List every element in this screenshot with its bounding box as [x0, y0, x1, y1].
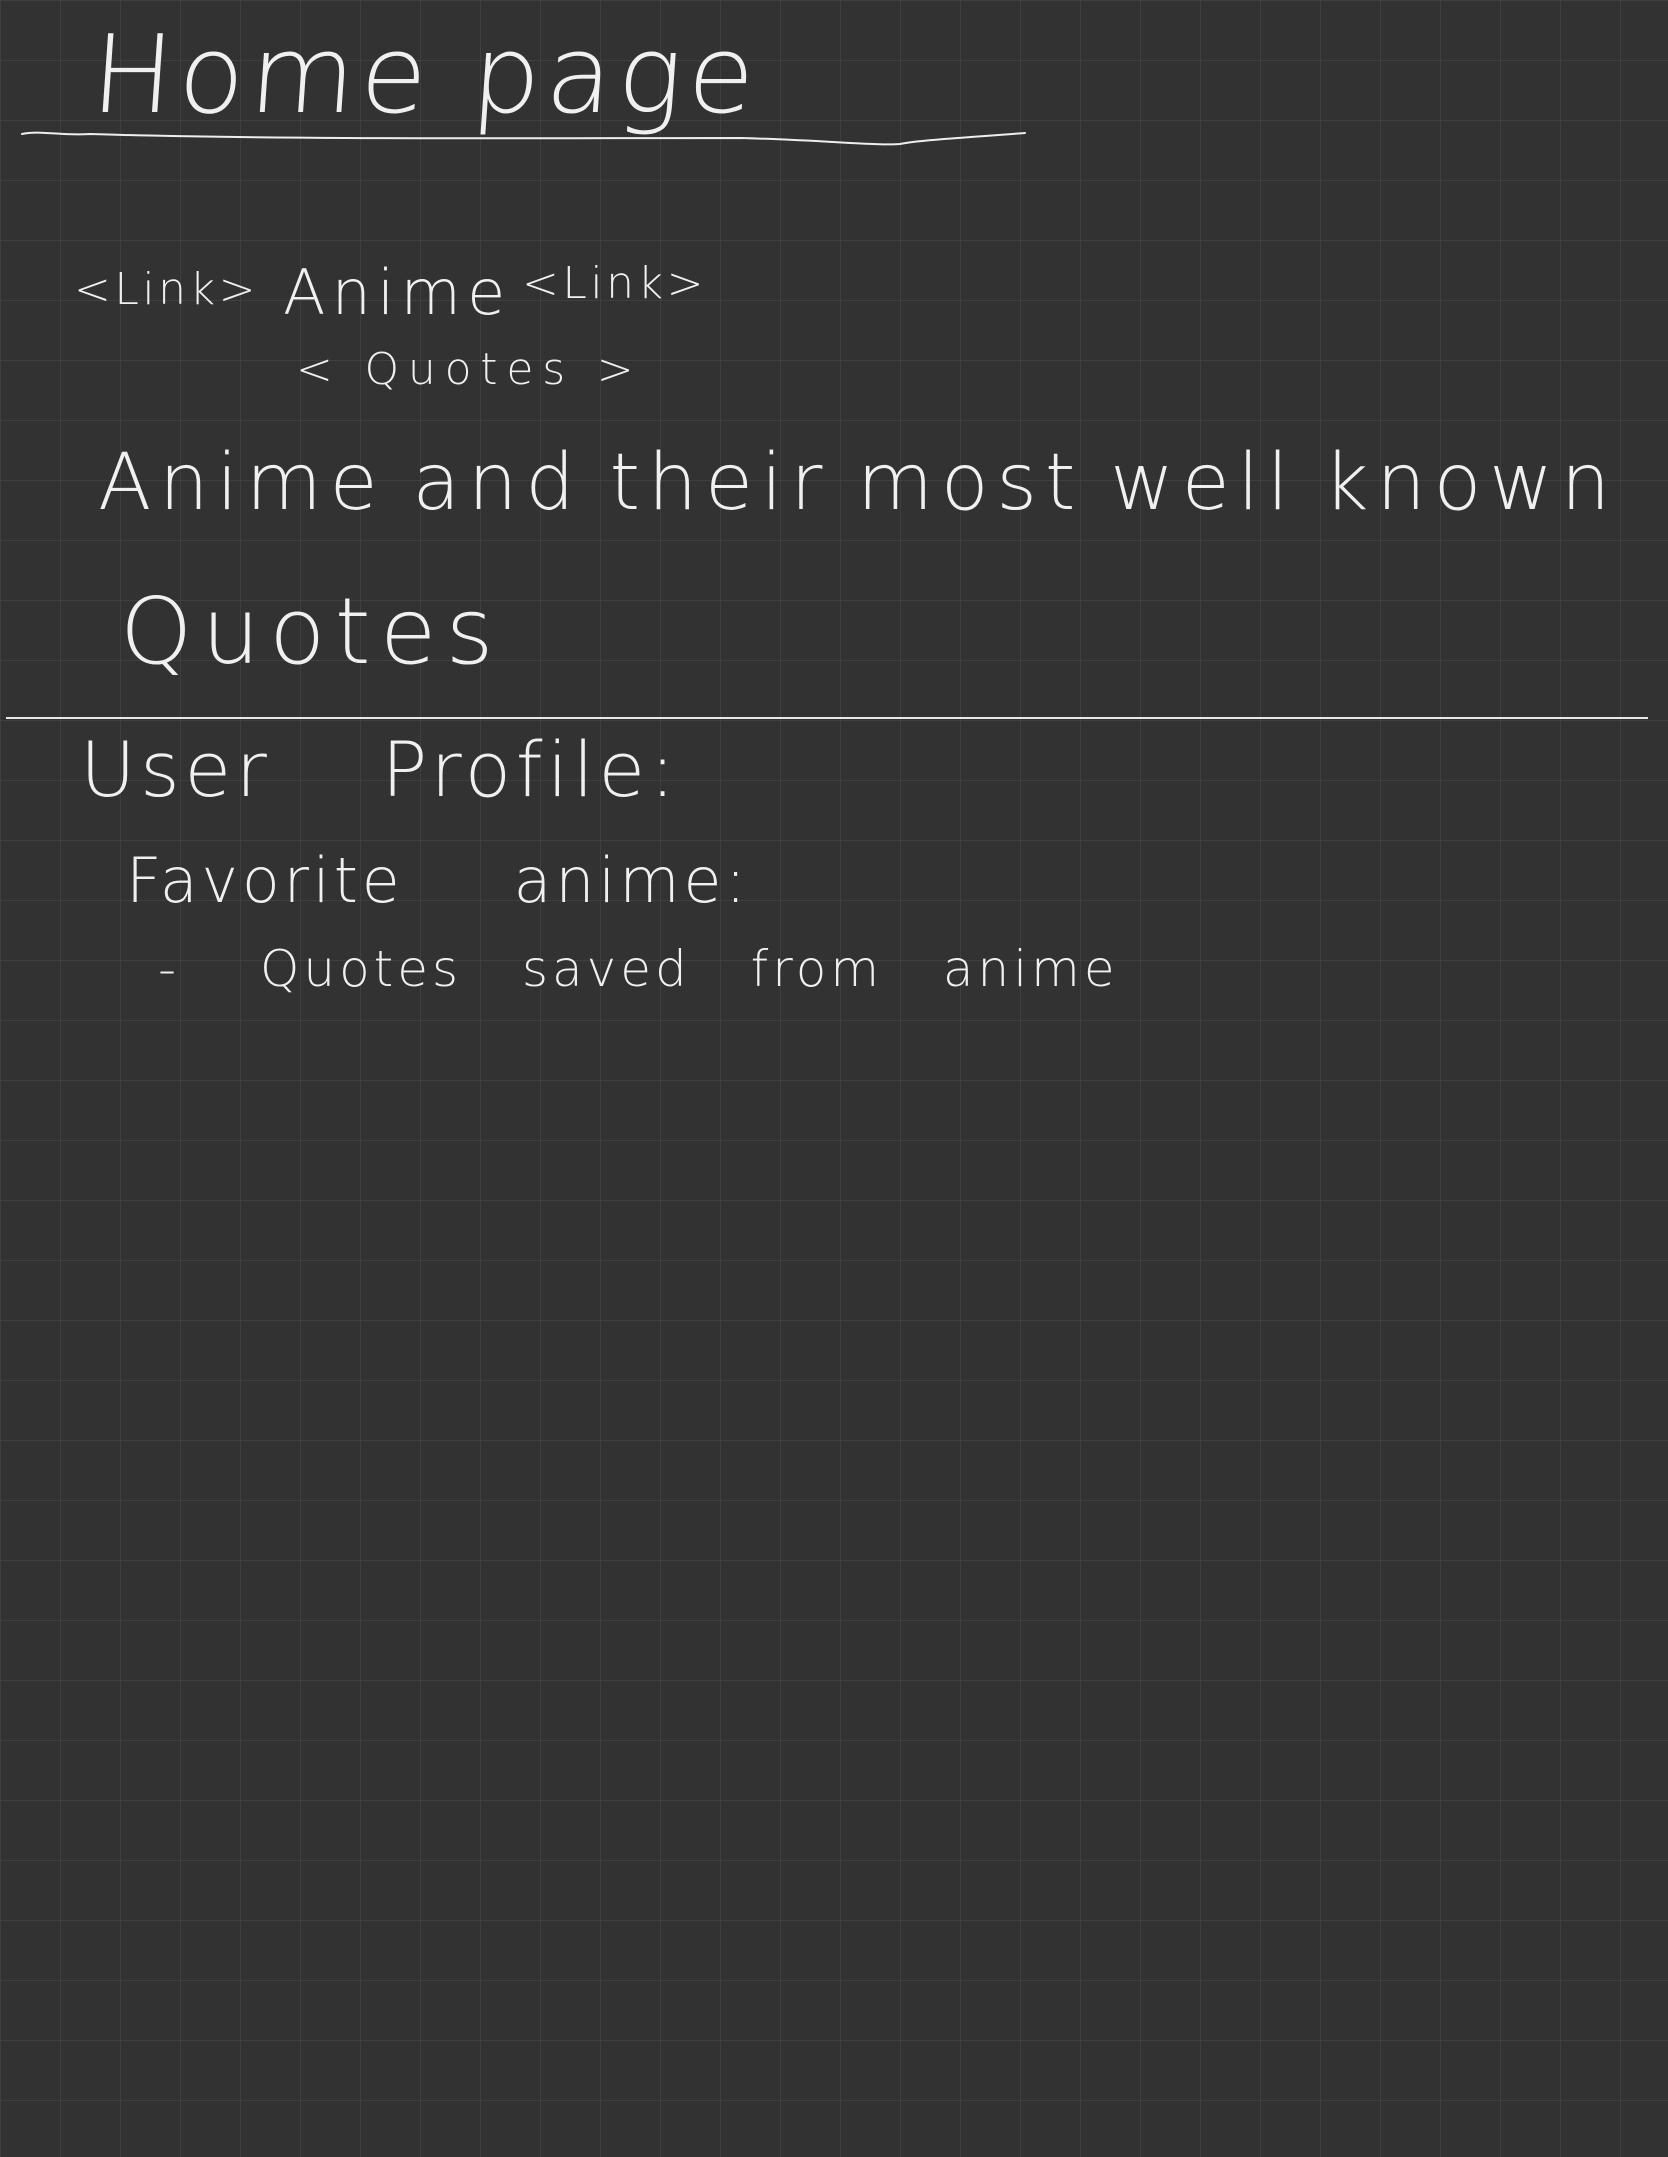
- profile-heading-word: User: [80, 725, 272, 814]
- page-title: Home page: [87, 13, 765, 138]
- favorite-heading-word: anime:: [513, 844, 750, 917]
- title-underline: [21, 131, 1026, 146]
- hero-word: most: [857, 438, 1084, 528]
- hero-word: their: [609, 438, 831, 528]
- nav-quotes-link[interactable]: < Quotes >: [296, 344, 643, 395]
- saved-quotes-text: Quotes saved from anime: [260, 940, 1119, 998]
- hero-word: Anime: [98, 438, 386, 528]
- hero-word: known: [1323, 438, 1618, 528]
- nav-anime-link[interactable]: Anime: [283, 256, 512, 329]
- favorite-heading-word: Favorite: [126, 844, 404, 917]
- nav-link-left[interactable]: <Link>: [74, 264, 259, 315]
- hero-word: and: [412, 438, 583, 528]
- section-divider: [6, 717, 1648, 719]
- nav-link-right[interactable]: <Link>: [522, 258, 707, 309]
- bullet-dash: -: [158, 940, 181, 998]
- hero-headline-line2: Quotes: [120, 578, 503, 685]
- hero-headline: Anime and their most well known: [98, 438, 1618, 528]
- hero-word: well: [1110, 438, 1297, 528]
- profile-heading-word: Profile:: [381, 725, 680, 814]
- saved-quotes-item: -Quotes saved from anime: [158, 944, 1119, 994]
